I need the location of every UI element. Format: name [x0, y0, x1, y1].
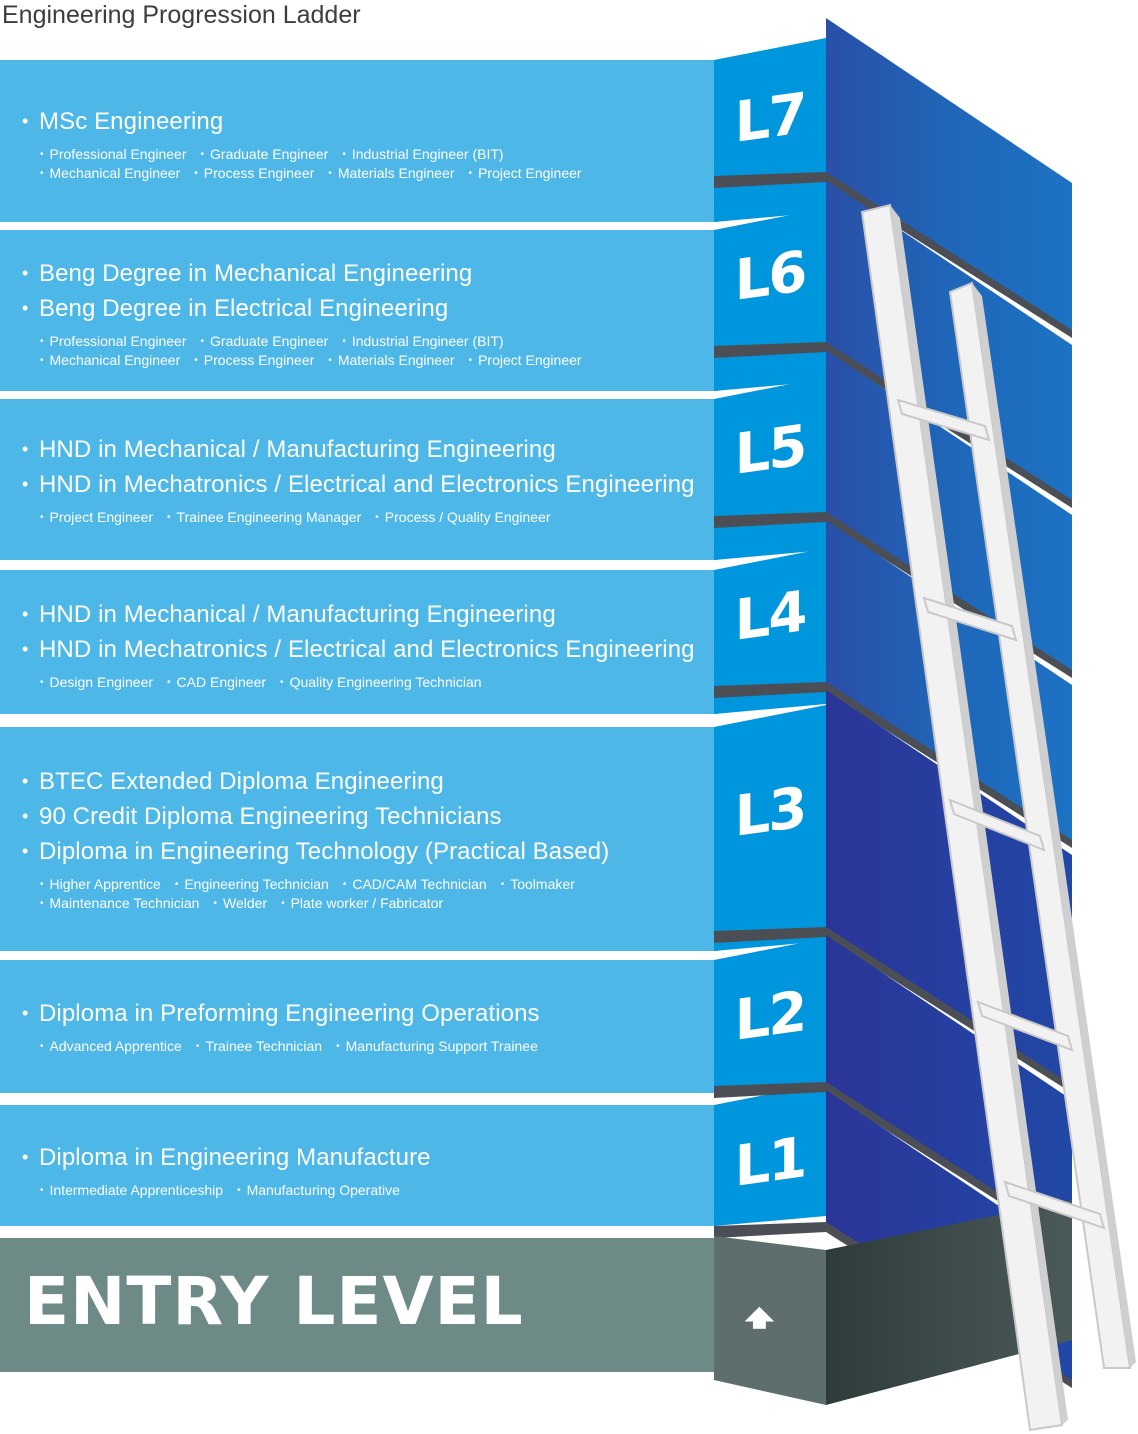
role-item: Advanced Apprentice — [40, 1037, 182, 1056]
role-item: Project Engineer — [469, 351, 582, 370]
level-text-l3: BTEC Extended Diploma Engineering90 Cred… — [22, 764, 609, 913]
role-item: Plate worker / Fabricator — [281, 894, 444, 913]
role-item: Mechanical Engineer — [40, 351, 181, 370]
role-item: Quality Engineering Technician — [280, 673, 482, 692]
role-item: CAD Engineer — [167, 673, 267, 692]
qualification: Diploma in Engineering Manufacture — [22, 1140, 431, 1175]
qualification: Beng Degree in Mechanical Engineering — [22, 256, 596, 291]
role-item: Project Engineer — [40, 508, 154, 527]
role-line: Intermediate Apprenticeship Manufacturing… — [22, 1181, 431, 1200]
front-face-l4 — [714, 548, 826, 714]
role-item: Trainee Technician — [196, 1037, 322, 1056]
role-item: Design Engineer — [40, 673, 154, 692]
role-item: Maintenance Technician — [40, 894, 200, 913]
ladder-icon — [860, 203, 1136, 1432]
ladder-rail-right-edge — [972, 283, 1136, 1368]
role-item: Process Engineer — [194, 351, 315, 370]
role-item: Process / Quality Engineer — [375, 508, 551, 527]
role-item: Project Engineer — [469, 164, 582, 183]
role-item: Engineering Technician — [175, 875, 329, 894]
ladder-rung — [896, 398, 991, 442]
ladder-rung — [1003, 1180, 1106, 1230]
tower-side-l7 — [826, 18, 1072, 335]
ladder-rung — [948, 798, 1046, 852]
qualification: HND in Mechatronics / Electrical and Ele… — [22, 467, 695, 502]
role-line: Maintenance Technician Welder Plate worker… — [22, 894, 609, 913]
ladder-rung — [922, 596, 1018, 642]
level-text-l6: Beng Degree in Mechanical EngineeringBen… — [22, 256, 596, 370]
role-line: Higher Apprentice Engineering Technician C… — [22, 875, 609, 894]
level-text-l4: HND in Mechanical / Manufacturing Engine… — [22, 597, 695, 692]
role-item: Higher Apprentice — [40, 875, 161, 894]
role-item: Mechanical Engineer — [40, 164, 181, 183]
role-line: Mechanical Engineer Process Engineer Mater… — [22, 164, 596, 183]
role-line: Professional Engineer Graduate Engineer In… — [22, 332, 596, 351]
role-item: Intermediate Apprenticeship — [40, 1181, 224, 1200]
qualification: HND in Mechanical / Manufacturing Engine… — [22, 597, 695, 632]
front-face-l3 — [714, 705, 826, 951]
qualification: HND in Mechanical / Manufacturing Engine… — [22, 432, 695, 467]
role-line: Advanced Apprentice Trainee Technician Man… — [22, 1037, 552, 1056]
role-item: Materials Engineer — [328, 351, 455, 370]
level-text-l5: HND in Mechanical / Manufacturing Engine… — [22, 432, 695, 527]
front-face-l2 — [714, 938, 826, 1093]
role-item: Industrial Engineer (BIT) — [342, 145, 504, 164]
role-list: Professional Engineer Graduate Engineer In… — [22, 145, 596, 183]
role-list: Advanced Apprentice Trainee Technician Man… — [22, 1037, 552, 1056]
role-item: Graduate Engineer — [201, 145, 328, 164]
front-face-l1 — [714, 1083, 826, 1226]
qualification: 90 Credit Diploma Engineering Technician… — [22, 799, 609, 834]
role-item: Materials Engineer — [328, 164, 455, 183]
role-list: Project Engineer Trainee Engineering Mana… — [22, 508, 695, 527]
role-list: Intermediate Apprenticeship Manufacturing… — [22, 1181, 431, 1200]
role-item: Professional Engineer — [40, 145, 187, 164]
role-item: Welder — [213, 894, 267, 913]
ladder-rung — [976, 1000, 1074, 1052]
qualification: Beng Degree in Electrical Engineering — [22, 291, 596, 326]
band-entry — [0, 1238, 718, 1372]
qualification: BTEC Extended Diploma Engineering — [22, 764, 609, 799]
page-title: Engineering Progression Ladder — [2, 1, 361, 29]
role-item: Manufacturing Support Trainee — [336, 1037, 538, 1056]
role-list: Design Engineer CAD Engineer Quality Engin… — [22, 673, 695, 692]
level-text-l2: Diploma in Preforming Engineering Operat… — [22, 996, 552, 1056]
role-list: Higher Apprentice Engineering Technician C… — [22, 875, 609, 913]
role-line: Professional Engineer Graduate Engineer In… — [22, 145, 596, 164]
role-line: Design Engineer CAD Engineer Quality Engin… — [22, 673, 695, 692]
role-line: Project Engineer Trainee Engineering Mana… — [22, 508, 695, 527]
qualification: HND in Mechatronics / Electrical and Ele… — [22, 632, 695, 667]
role-item: Process Engineer — [194, 164, 315, 183]
up-arrow-icon: 🠹 — [744, 1289, 775, 1347]
entry-level-label: ENTRY LEVEL — [24, 1263, 524, 1340]
entry-front — [714, 1236, 826, 1405]
role-item: Professional Engineer — [40, 332, 187, 351]
qualification: Diploma in Engineering Technology (Pract… — [22, 834, 609, 869]
role-item: Graduate Engineer — [201, 332, 328, 351]
role-item: Trainee Engineering Manager — [167, 508, 362, 527]
level-text-l1: Diploma in Engineering ManufactureInterm… — [22, 1140, 431, 1200]
level-text-l7: MSc EngineeringProfessional Engineer Grad… — [22, 104, 596, 183]
role-list: Professional Engineer Graduate Engineer In… — [22, 332, 596, 370]
role-item: Industrial Engineer (BIT) — [342, 332, 504, 351]
role-item: Manufacturing Operative — [237, 1181, 400, 1200]
tower-side-l3 — [826, 690, 1072, 1090]
role-item: Toolmaker — [501, 875, 575, 894]
qualification: Diploma in Preforming Engineering Operat… — [22, 996, 552, 1031]
qualification: MSc Engineering — [22, 104, 596, 139]
role-line: Mechanical Engineer Process Engineer Mater… — [22, 351, 596, 370]
role-item: CAD/CAM Technician — [343, 875, 486, 894]
band-l7 — [0, 60, 718, 222]
